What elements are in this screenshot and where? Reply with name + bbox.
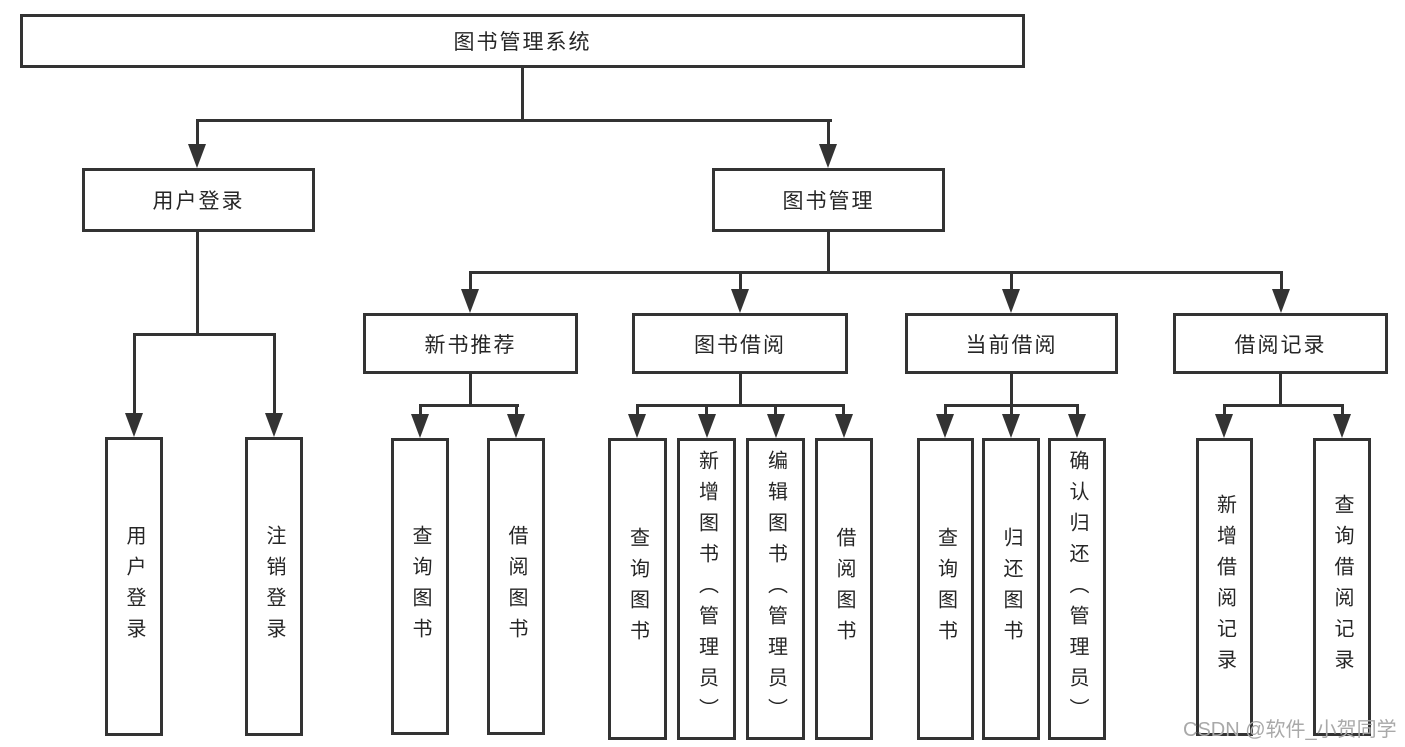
node-label: 图书管理 — [782, 190, 875, 213]
connector-drop-current-borrow — [1010, 271, 1013, 293]
leaf-label: 注销登录 — [263, 524, 285, 649]
arrow-down-icon — [1002, 289, 1020, 313]
leaf-borrow-books: 借阅图书 — [487, 438, 545, 735]
connector-borrowrecords-rail — [1223, 404, 1344, 407]
connector-drop-leaf — [1341, 404, 1344, 418]
connector-root-stem — [521, 68, 524, 122]
connector-drop-new-book — [469, 271, 472, 293]
arrow-down-icon — [767, 414, 785, 438]
connector-drop-leaf — [1010, 404, 1013, 418]
connector-drop-book-mgmt — [827, 119, 830, 146]
node-current-borrow: 当前借阅 — [905, 313, 1118, 374]
node-label: 用户登录 — [152, 190, 245, 213]
node-label: 图书借阅 — [694, 333, 786, 357]
leaf-label: 查询图书 — [626, 527, 649, 651]
connector-root-rail — [196, 119, 832, 122]
leaf-label: 新增借阅记录 — [1213, 494, 1236, 680]
leaf-query-books: 查询图书 — [391, 438, 449, 735]
leaf-label: 编辑图书（管理员） — [764, 449, 787, 729]
leaf-add-books-admin: 新增图书（管理员） — [677, 438, 736, 740]
connector-bookborrow-stem — [739, 374, 742, 407]
connector-drop-login-leaf — [133, 333, 136, 415]
arrow-down-icon — [411, 414, 429, 438]
connector-bookborrow-rail — [636, 404, 845, 407]
node-root-system: 图书管理系统 — [20, 14, 1025, 68]
arrow-down-icon — [125, 413, 143, 437]
arrow-down-icon — [1002, 414, 1020, 438]
connector-newbook-rail — [419, 404, 519, 407]
node-borrow-records: 借阅记录 — [1173, 313, 1388, 374]
node-book-management: 图书管理 — [712, 168, 945, 232]
arrow-down-icon — [731, 289, 749, 313]
arrow-down-icon — [188, 144, 206, 168]
connector-drop-leaf — [842, 404, 845, 418]
connector-drop-logout-leaf — [273, 333, 276, 415]
leaf-label: 新增图书（管理员） — [695, 449, 718, 729]
node-new-book-recommend: 新书推荐 — [363, 313, 578, 374]
arrow-down-icon — [265, 413, 283, 437]
connector-drop-book-borrow — [739, 271, 742, 293]
leaf-query-borrow-record: 查询借阅记录 — [1313, 438, 1371, 736]
arrow-down-icon — [835, 414, 853, 438]
connector-currentborrow-stem — [1010, 374, 1013, 407]
node-label: 当前借阅 — [965, 333, 1058, 357]
arrow-down-icon — [1333, 414, 1351, 438]
arrow-down-icon — [936, 414, 954, 438]
leaf-label: 用户登录 — [123, 524, 145, 649]
node-label: 图书管理系统 — [453, 31, 592, 54]
node-user-login: 用户登录 — [82, 168, 315, 232]
connector-drop-leaf — [419, 404, 422, 418]
leaf-label: 借阅图书 — [505, 524, 527, 649]
leaf-label: 查询图书 — [409, 524, 431, 649]
leaf-return-books: 归还图书 — [982, 438, 1040, 740]
leaf-confirm-return-admin: 确认归还（管理员） — [1048, 438, 1106, 740]
leaf-user-login: 用户登录 — [105, 437, 163, 736]
connector-bookmgmt-stem — [827, 232, 830, 274]
connector-drop-borrow-records — [1280, 271, 1283, 293]
connector-newbook-stem — [469, 374, 472, 407]
leaf-edit-books-admin: 编辑图书（管理员） — [746, 438, 805, 740]
leaf-label: 借阅图书 — [833, 527, 855, 651]
leaf-label: 确认归还（管理员） — [1066, 449, 1088, 729]
leaf-query-books: 查询图书 — [608, 438, 667, 740]
connector-drop-leaf — [1223, 404, 1226, 418]
connector-borrowrecords-stem — [1279, 374, 1282, 407]
arrow-down-icon — [1068, 414, 1086, 438]
leaf-label: 归还图书 — [1000, 527, 1022, 651]
connector-userlogin-rail — [133, 333, 276, 336]
node-label: 新书推荐 — [424, 333, 517, 357]
connector-drop-leaf — [1076, 404, 1079, 418]
arrow-down-icon — [628, 414, 646, 438]
leaf-label: 查询图书 — [934, 527, 957, 651]
leaf-borrow-books: 借阅图书 — [815, 438, 873, 740]
leaf-add-borrow-record: 新增借阅记录 — [1196, 438, 1253, 736]
leaf-query-books: 查询图书 — [917, 438, 974, 740]
connector-drop-leaf — [944, 404, 947, 418]
connector-drop-leaf — [774, 404, 777, 418]
connector-userlogin-stem — [196, 232, 199, 335]
arrow-down-icon — [698, 414, 716, 438]
connector-drop-leaf — [636, 404, 639, 418]
node-book-borrow: 图书借阅 — [632, 313, 848, 374]
leaf-label: 查询借阅记录 — [1331, 494, 1353, 680]
connector-drop-user-login — [196, 119, 199, 146]
connector-drop-leaf — [515, 404, 518, 418]
arrow-down-icon — [1272, 289, 1290, 313]
csdn-watermark: CSDN @软件_小贺同学 — [1183, 719, 1397, 741]
node-label: 借阅记录 — [1234, 333, 1327, 357]
arrow-down-icon — [507, 414, 525, 438]
arrow-down-icon — [1215, 414, 1233, 438]
arrow-down-icon — [819, 144, 837, 168]
leaf-logout: 注销登录 — [245, 437, 303, 736]
arrow-down-icon — [461, 289, 479, 313]
connector-bookmgmt-rail — [469, 271, 1282, 274]
connector-drop-leaf — [705, 404, 708, 418]
